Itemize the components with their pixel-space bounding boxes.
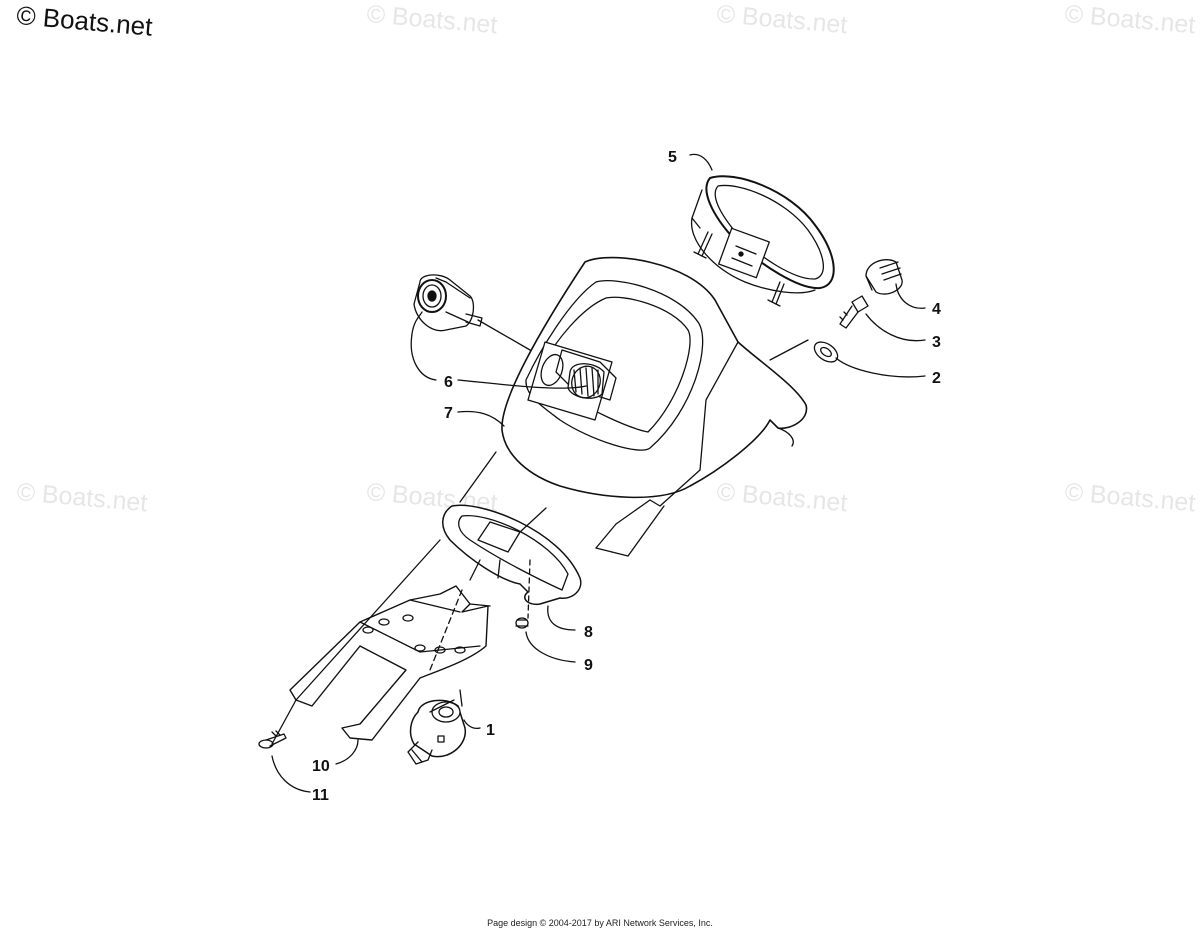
page-footer: Page design © 2004-2017 by ARI Network S… — [487, 918, 713, 928]
callout-11: 11 — [312, 787, 329, 804]
part-small-nut — [515, 617, 529, 629]
part-bezel-bracket — [442, 504, 582, 606]
callout-1: 1 — [486, 722, 495, 739]
callout-2: 2 — [932, 370, 941, 387]
callout-5: 5 — [668, 149, 677, 166]
part-washer — [813, 341, 839, 363]
part-mounting-bracket — [289, 585, 491, 741]
part-key — [839, 295, 869, 329]
part-ignition-switch — [407, 699, 466, 765]
callout-8: 8 — [584, 624, 593, 641]
part-push-rivet — [258, 730, 287, 749]
part-key-cap — [865, 259, 903, 295]
callout-7: 7 — [444, 405, 453, 422]
callout-leaders — [271, 153, 926, 793]
assembly-lines — [271, 319, 809, 745]
callout-3: 3 — [932, 334, 941, 351]
callout-4: 4 — [932, 301, 941, 318]
part-gauge-meter — [690, 175, 835, 307]
callout-9: 9 — [584, 657, 593, 674]
callout-10: 10 — [312, 758, 330, 775]
part-console-housing — [501, 256, 808, 499]
callout-6: 6 — [444, 374, 453, 391]
part-knob-nut — [527, 341, 617, 421]
part-power-socket — [413, 274, 483, 332]
